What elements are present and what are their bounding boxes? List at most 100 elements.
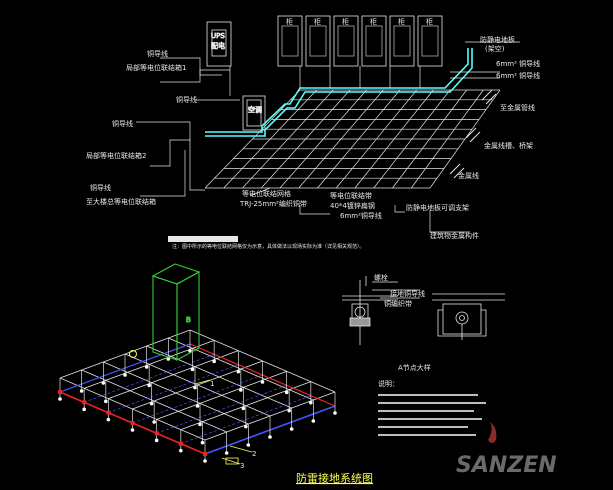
leader-line (194, 379, 211, 385)
support-foot (166, 357, 171, 361)
leader-line (229, 445, 253, 453)
support-foot (154, 438, 159, 443)
cabinet-frame (361, 15, 387, 67)
clamp-marker (154, 431, 159, 436)
support-foot (241, 406, 246, 411)
support-foot (123, 373, 127, 377)
detail-note-2: 铜编织带 (384, 299, 412, 308)
watermark-text: SANZEN (456, 453, 557, 478)
support-foot (104, 399, 108, 404)
main-bond-box: 至大楼总等电位联结箱 (86, 197, 156, 206)
support-foot (333, 411, 337, 415)
copper-wire-label-2: 铜导线 (176, 95, 197, 104)
local-bond-box-2: 局部等电位联结箱2 (86, 151, 146, 160)
grid-label: 等电位联结网格 (242, 189, 291, 198)
server-cabinets: 柜柜柜柜柜柜 (277, 15, 443, 67)
note-line (378, 402, 486, 404)
cabinet-label: 柜 (286, 17, 293, 26)
copper-wire-label-1: 铜导线 (147, 49, 168, 58)
floor-support-label: 防静电地板可调支架 (406, 203, 469, 212)
cabinet-label: 柜 (398, 17, 405, 26)
wire-6mm-label-b: 6mm² 铜导线 (496, 71, 540, 80)
local-bond-box-1: 局部等电位联结箱1 (126, 63, 186, 72)
cabinet-door (281, 25, 299, 57)
notes-heading: 说明： (378, 379, 399, 388)
grid-tag-3: 3 (240, 462, 244, 470)
cabinet-door (365, 25, 383, 57)
wire-6mm-label-a: 6mm² 铜导线 (496, 59, 540, 68)
watermark-logo: SANZEN (456, 422, 557, 478)
leader-line (221, 457, 241, 465)
wire-6mm-label-c: 6mm²铜导线 (340, 211, 382, 220)
detail-note-1: 接地铜导线 (390, 289, 425, 298)
cabinet-tag: B (186, 316, 191, 324)
top-note: 注：图中所示的等电位联结网格仅为示意，具体做法以现场实际为准（详见相关规范）。 (172, 243, 365, 250)
support-foot (144, 365, 149, 369)
top-annotations: 铜导线 局部等电位联结箱1 铜导线 铜导线 局部等电位联结箱2 铜导线 至大楼总… (86, 35, 540, 240)
support-foot (309, 400, 313, 405)
support-foot (195, 404, 200, 408)
support-foot (79, 389, 84, 393)
clamp-marker (203, 452, 207, 456)
support-foot (203, 459, 207, 463)
grid-tag-1: 1 (210, 380, 214, 388)
note-line (378, 434, 476, 436)
metal-bar-label: 金属线槽、桥架 (484, 141, 533, 150)
detail-bolt-label: 螺栓 (374, 273, 388, 282)
support-foot (101, 381, 106, 385)
floor-grid-line (146, 345, 292, 409)
top-floor-grid (204, 89, 501, 189)
metal-pipe-connectors (449, 89, 497, 179)
support-foot (236, 369, 241, 374)
note-line (378, 410, 474, 412)
support-foot (224, 451, 229, 455)
cabinet-label: 柜 (426, 17, 433, 26)
note-line (378, 394, 478, 396)
drawing-title: 防雷接地系统图 (296, 471, 373, 485)
clamp-marker (178, 441, 183, 446)
bond-leads (136, 41, 520, 233)
static-floor-sub: (架空) (485, 44, 505, 53)
cabinet-label: 柜 (314, 17, 321, 26)
support-foot (311, 419, 316, 423)
support-foot (147, 383, 151, 388)
grid-tag-2: 2 (252, 450, 256, 458)
note-line (378, 426, 468, 428)
ups-sub-label: 配电 (211, 41, 225, 50)
ac-label: 空调 (248, 105, 262, 114)
note-line (378, 418, 482, 420)
support-foot (246, 443, 251, 447)
metal-line-label: 金属线 (458, 171, 479, 180)
floor-grid-line (103, 361, 249, 425)
flame-icon (488, 422, 497, 443)
support-foot (244, 424, 248, 429)
detail-title: A节点大样 (398, 363, 431, 372)
support-foot (82, 407, 86, 412)
flat-steel-label: 40*4镀锌扁钢 (330, 201, 375, 210)
cabinet-frame (333, 15, 359, 67)
cabinet-door (393, 25, 411, 57)
grid-sub-label: TRJ-25mm²编织铜带 (239, 199, 307, 208)
support-foot (179, 448, 183, 453)
metal-pipe-label: 至金属管线 (500, 103, 535, 112)
note-bar (168, 236, 238, 242)
clamp-marker (130, 421, 135, 425)
support-foot (58, 397, 62, 401)
node-a-marker (129, 350, 137, 358)
support-foot (193, 385, 197, 390)
cabinet-frame (417, 15, 443, 67)
cabinet-door (421, 25, 439, 57)
bond-strip-label: 等电位联结带 (330, 191, 372, 200)
cabinet-door (309, 25, 327, 57)
cabinet-frame (305, 15, 331, 67)
ups-label: UPS (211, 32, 225, 40)
support-foot (190, 367, 195, 372)
cabinet-frame (277, 15, 303, 67)
conductor-inner (156, 385, 287, 434)
clamp-marker (82, 400, 87, 405)
clamp-marker (58, 390, 62, 394)
cabinet-label: 柜 (342, 17, 349, 26)
notes-block: 说明： (378, 379, 486, 436)
